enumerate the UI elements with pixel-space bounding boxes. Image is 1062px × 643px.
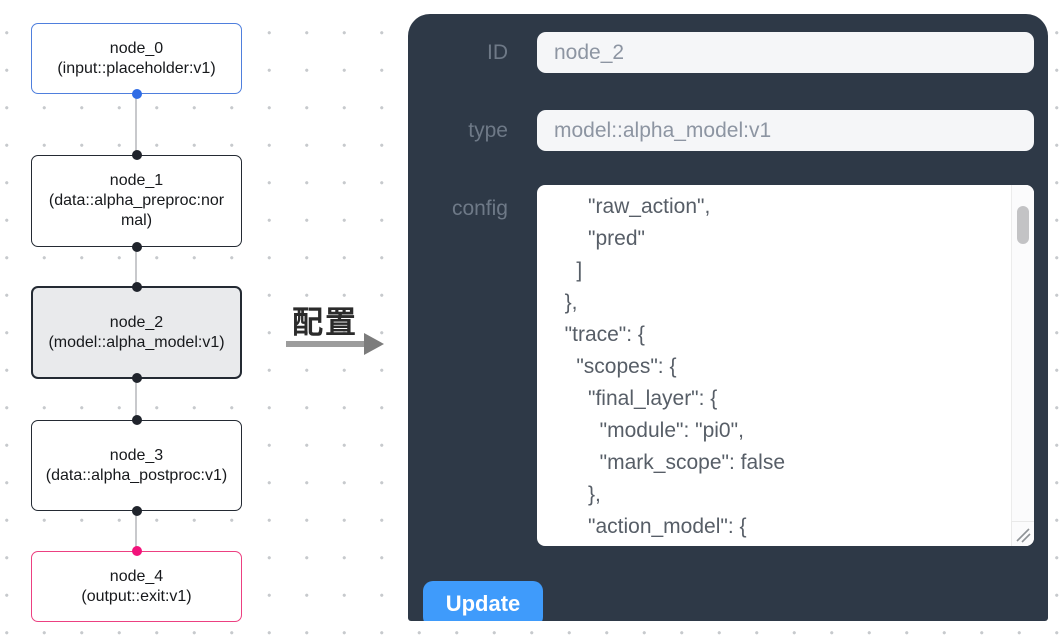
node-type: (model::alpha_model:v1) (48, 333, 225, 351)
edge-node0-node1 (135, 94, 137, 155)
type-label: type (468, 119, 508, 142)
config-label: config (451, 197, 508, 220)
id-input[interactable] (537, 32, 1034, 73)
configure-label: 配置 (292, 305, 358, 340)
update-button[interactable]: Update (423, 581, 543, 621)
edge-node2-node3 (135, 379, 137, 420)
config-scrollbar[interactable] (1011, 185, 1034, 521)
config-textarea[interactable]: "raw_action", "pred" ] }, "trace": { "sc… (537, 185, 1034, 546)
input-port-node-2[interactable] (131, 282, 142, 292)
config-json-text: "raw_action", "pred" ] }, "trace": { "sc… (564, 195, 785, 538)
node-config-panel: ID type config "raw_action", "pred" ] },… (408, 14, 1048, 621)
node-type: (output::exit:v1) (81, 587, 192, 605)
type-input[interactable] (537, 110, 1034, 151)
output-port-node-0[interactable] (131, 89, 142, 99)
node-name: node_4 (109, 567, 164, 585)
resize-grip-icon[interactable] (1011, 521, 1034, 546)
right-arrow-icon (286, 333, 386, 360)
input-port-node-1[interactable] (131, 150, 142, 160)
input-port-node-3[interactable] (131, 415, 142, 425)
output-port-node-2[interactable] (131, 373, 142, 383)
scrollbar-thumb[interactable] (1017, 206, 1029, 244)
output-port-node-1[interactable] (131, 242, 142, 252)
flow-node-node-3[interactable]: node_3 (data::alpha_postproc:v1) (31, 415, 242, 516)
flow-node-node-4[interactable]: node_4 (output::exit:v1) (31, 546, 242, 622)
flow-node-node-2-selected[interactable]: node_2 (model::alpha_model:v1) (31, 282, 242, 383)
node-name: node_3 (109, 446, 164, 464)
node-name: node_0 (109, 39, 164, 57)
flow-node-node-0[interactable]: node_0 (input::placeholder:v1) (31, 23, 242, 99)
id-label: ID (487, 41, 508, 64)
node-type: (data::alpha_postproc:v1) (45, 466, 228, 484)
flow-node-node-1[interactable]: node_1 (data::alpha_preproc:normal) (31, 150, 242, 252)
edge-node1-node2 (135, 247, 137, 286)
edge-node3-node4 (135, 511, 137, 551)
output-port-node-3[interactable] (131, 506, 142, 516)
node-type: (data::alpha_preproc:normal) (48, 192, 225, 229)
input-port-node-4[interactable] (131, 546, 142, 556)
node-type: (input::placeholder:v1) (57, 59, 216, 77)
node-name: node_2 (109, 313, 164, 331)
node-name: node_1 (109, 172, 164, 189)
